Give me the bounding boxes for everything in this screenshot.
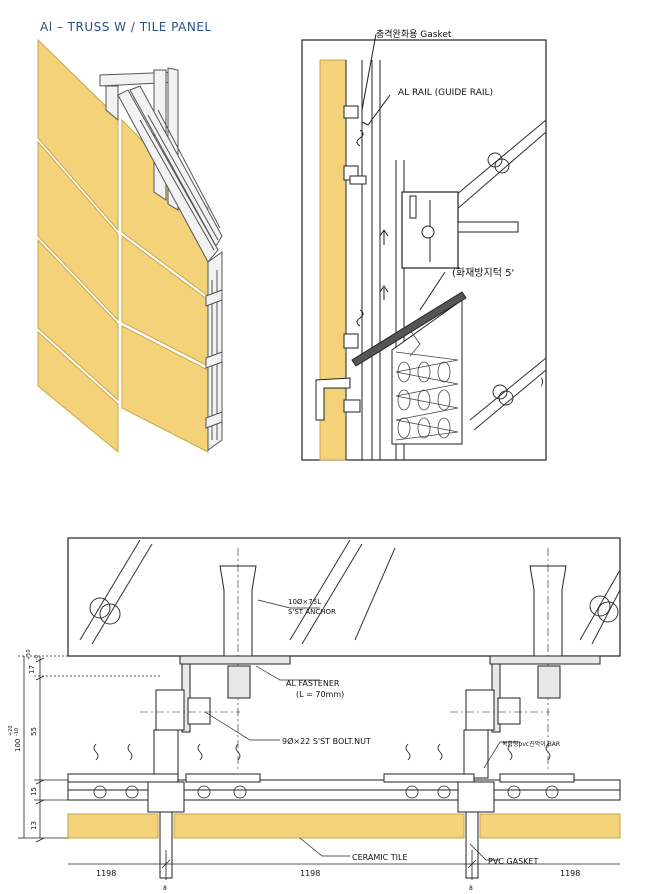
dim-joint-2: 8 (469, 885, 473, 892)
dim-vertical-17: 17 (28, 665, 36, 674)
dim-vertical-13: 13 (30, 821, 38, 830)
plan-structure-frame (67, 537, 621, 657)
isometric-view (37, 38, 223, 454)
dim-total-tol-plus: +20 (8, 725, 14, 736)
anchor-label-size: 10Ø×75L (288, 598, 321, 606)
section-insulation (391, 299, 463, 445)
dim-tol-minus: -0 (34, 655, 40, 660)
dim-tol-plus: +10 (26, 649, 32, 660)
bolt-label: 9Ø×22 S'ST BOLT.NUT (282, 736, 371, 746)
dim-total-tol-minus: -10 (14, 728, 20, 736)
iso-tile-left-bottom (37, 238, 119, 402)
dim-vertical-15: 15 (30, 787, 38, 796)
iso-tile-left-mid (37, 140, 119, 322)
gasket-label: 충격완화용 Gasket (376, 28, 452, 40)
dim-joint-1: 8 (163, 885, 167, 892)
iso-tile-left-top (37, 38, 119, 232)
anchor-label-type: S'ST ANCHOR (288, 608, 336, 616)
pvc-bar-label: 복합형pvc진막이 BAR (502, 740, 560, 748)
plan-view: 10Ø×75L S'ST ANCHOR AL FASTENER (L = 70m… (8, 537, 621, 892)
page-title: Al – TRUSS W / TILE PANEL (40, 20, 212, 34)
bracket-mark: ) (540, 377, 544, 388)
dim-horizontal-1: 1198 (96, 869, 116, 878)
iso-tile-right-bottom (121, 325, 209, 453)
dim-total-100: 100 (14, 739, 22, 752)
fastener-label: AL FASTENER (286, 679, 340, 688)
fire-stop-label: (화재방지턱 5' (452, 267, 514, 279)
dim-horizontal-3: 1198 (560, 869, 580, 878)
dim-vertical-55: 55 (30, 727, 38, 736)
section-view: 충격완화용 Gasket AL RAIL (GUIDE RAIL) (화재방지턱… (301, 28, 547, 461)
plan-tile-left (67, 813, 159, 839)
pvc-gasket-label: PVC GASKET (488, 857, 538, 866)
iso-tile-lower-left (37, 330, 119, 454)
rail-label: AL RAIL (GUIDE RAIL) (398, 88, 493, 98)
plan-tile-center (173, 813, 465, 839)
plan-tile-right (479, 813, 621, 839)
fastener-length: (L = 70mm) (296, 690, 344, 699)
ceramic-tile-label: CERAMIC TILE (352, 853, 408, 862)
dim-horizontal-2: 1198 (300, 869, 320, 878)
